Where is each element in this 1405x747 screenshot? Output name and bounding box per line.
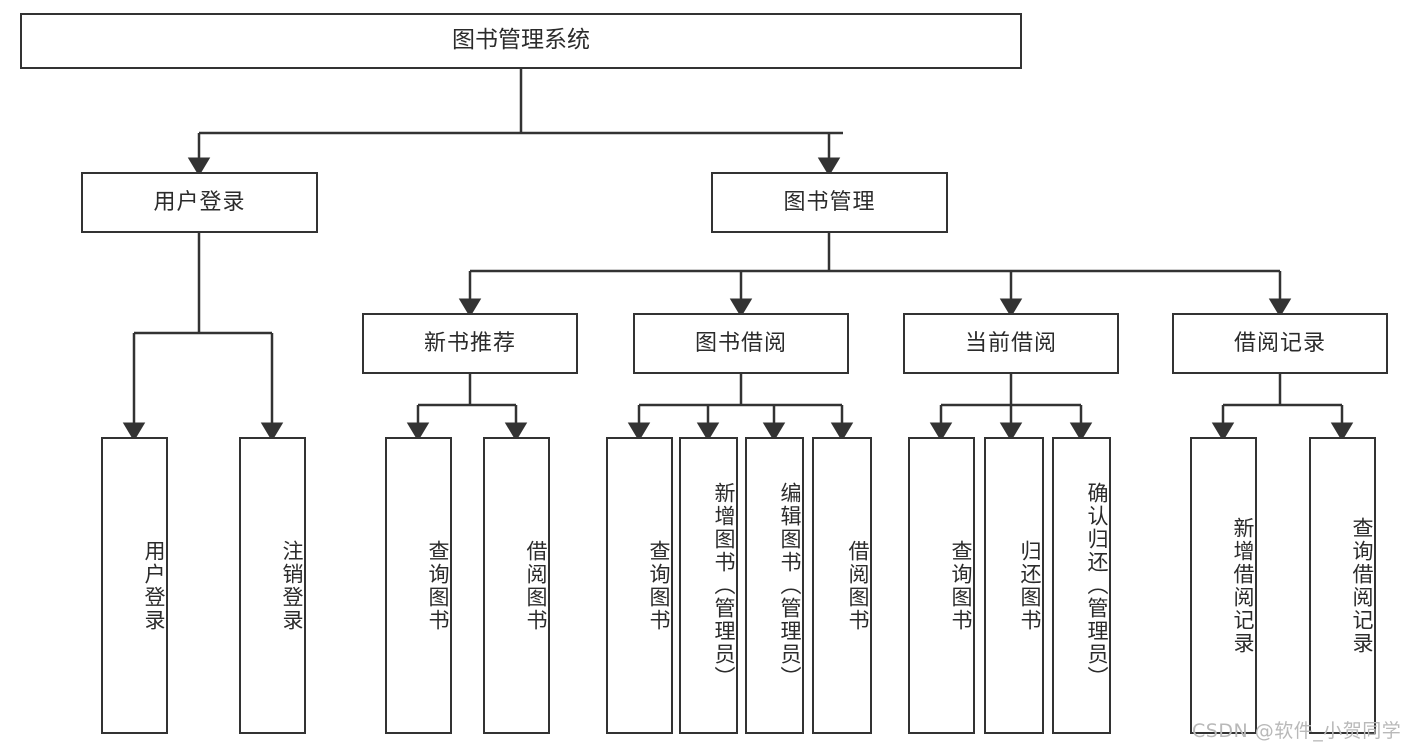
node-current-borrow[interactable]: 当前借阅	[903, 313, 1119, 374]
leaf-add-book-label: 新增图书（管理员）	[712, 482, 736, 689]
leaf-query-book-3[interactable]: 查询图书	[908, 437, 975, 734]
node-book-manage[interactable]: 图书管理	[711, 172, 948, 233]
node-user-login-label: 用户登录	[153, 189, 246, 215]
leaf-edit-book-label: 编辑图书（管理员）	[778, 482, 802, 689]
leaf-return-book[interactable]: 归还图书	[984, 437, 1044, 734]
watermark: CSDN @软件_小贺同学	[1192, 720, 1402, 742]
leaf-add-book[interactable]: 新增图书（管理员）	[679, 437, 738, 734]
leaf-add-record[interactable]: 新增借阅记录	[1190, 437, 1257, 734]
node-book-borrow[interactable]: 图书借阅	[633, 313, 849, 374]
leaf-borrow-book-1[interactable]: 借阅图书	[483, 437, 550, 734]
node-root-label: 图书管理系统	[452, 27, 590, 54]
leaf-user-login-label: 用户登录	[142, 539, 166, 632]
node-current-borrow-label: 当前借阅	[964, 330, 1057, 356]
node-book-manage-label: 图书管理	[783, 189, 876, 215]
leaf-confirm-return-label: 确认归还（管理员）	[1085, 482, 1109, 689]
leaf-query-book-1-label: 查询图书	[426, 539, 450, 632]
node-user-login[interactable]: 用户登录	[81, 172, 318, 233]
node-book-borrow-label: 图书借阅	[694, 330, 787, 356]
leaf-query-record[interactable]: 查询借阅记录	[1309, 437, 1376, 734]
leaf-borrow-book-2[interactable]: 借阅图书	[812, 437, 872, 734]
leaf-user-login[interactable]: 用户登录	[101, 437, 168, 734]
leaf-return-book-label: 归还图书	[1018, 539, 1042, 632]
leaf-confirm-return[interactable]: 确认归还（管理员）	[1052, 437, 1111, 734]
leaf-query-book-3-label: 查询图书	[949, 539, 973, 632]
leaf-logout-label: 注销登录	[280, 539, 304, 632]
node-new-book-rec[interactable]: 新书推荐	[362, 313, 578, 374]
node-root[interactable]: 图书管理系统	[20, 13, 1022, 69]
leaf-borrow-book-1-label: 借阅图书	[524, 539, 548, 632]
node-new-book-rec-label: 新书推荐	[423, 330, 516, 356]
node-borrow-record[interactable]: 借阅记录	[1172, 313, 1388, 374]
leaf-query-record-label: 查询借阅记录	[1350, 516, 1374, 655]
leaf-query-book-2[interactable]: 查询图书	[606, 437, 673, 734]
leaf-query-book-1[interactable]: 查询图书	[385, 437, 452, 734]
leaf-logout[interactable]: 注销登录	[239, 437, 306, 734]
leaf-query-book-2-label: 查询图书	[647, 539, 671, 632]
leaf-edit-book[interactable]: 编辑图书（管理员）	[745, 437, 804, 734]
leaf-add-record-label: 新增借阅记录	[1231, 516, 1255, 655]
node-borrow-record-label: 借阅记录	[1233, 330, 1326, 356]
leaf-borrow-book-2-label: 借阅图书	[846, 539, 870, 632]
